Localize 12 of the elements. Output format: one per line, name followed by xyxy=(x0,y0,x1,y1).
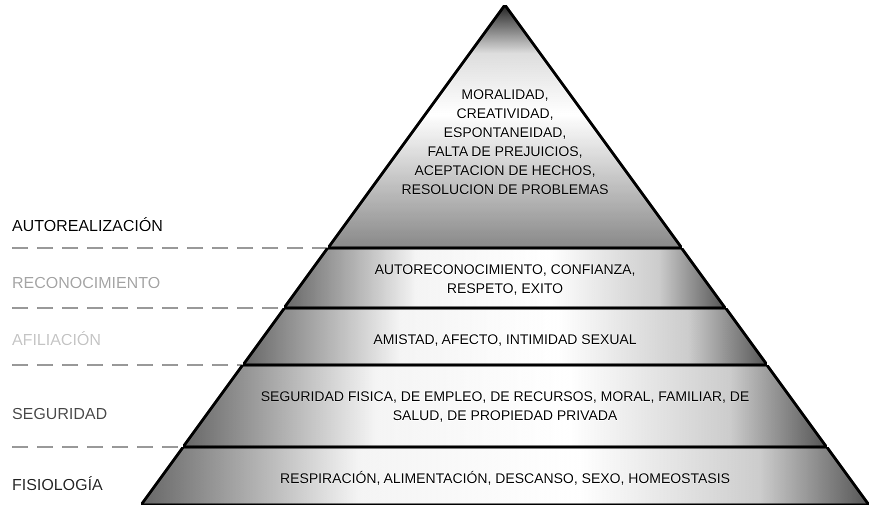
pyramid-level xyxy=(141,447,869,505)
level-text: AMISTAD, AFECTO, INTIMIDAD SEXUAL xyxy=(372,330,638,348)
level-text: RESPIRACIÓN, ALIMENTACIÓN, DESCANSO, SEXO, HOMEOSTASIS xyxy=(279,469,731,488)
level-text: SEGURIDAD FISICA, DE EMPLEO, DE RECURSOS, MORAL, FAMILIAR, DE SALUD, DE PROPIEDAD PRIVADA xyxy=(260,387,750,425)
level-label: RECONOCIMIENTO xyxy=(12,275,160,293)
pyramid-level xyxy=(183,365,827,447)
level-text: MORALIDAD, CREATIVIDAD, ESPONTANEIDAD, FALTA DE PREJUICIOS, ACEPTACION DE HECHOS, RESOLUCION DE PROBLEMAS xyxy=(400,85,610,199)
level-label: SEGURIDAD xyxy=(12,406,108,424)
level-text: AUTORECONOCIMIENTO, CONFIANZA, RESPETO, EXITO xyxy=(374,260,636,298)
pyramid-level xyxy=(242,308,768,365)
level-label: AUTOREALIZACIÓN xyxy=(12,218,163,236)
level-label: FISIOLOGÍA xyxy=(12,477,103,495)
